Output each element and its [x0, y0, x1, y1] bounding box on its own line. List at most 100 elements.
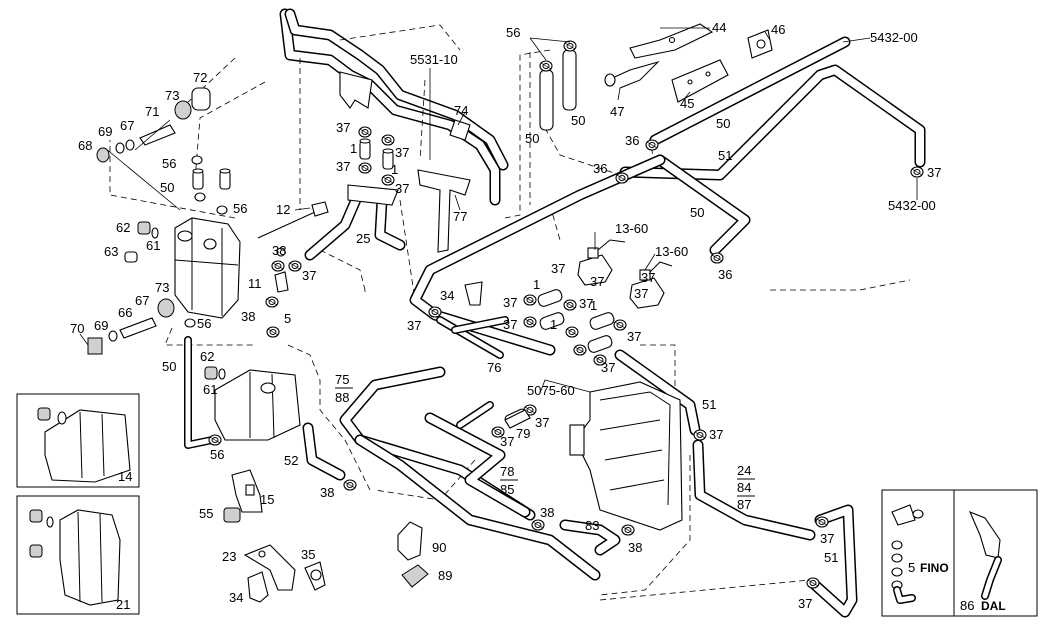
- label-85: 85: [500, 482, 514, 497]
- frame-pipe-top: [279, 8, 509, 206]
- label-83: 83: [585, 518, 599, 533]
- label-88: 88: [335, 390, 349, 405]
- label-35: 35: [301, 547, 315, 562]
- label-1-d: 1: [590, 298, 597, 313]
- label-5075: 5075-60: [527, 383, 575, 398]
- label-1-e: 1: [550, 317, 557, 332]
- parts-56-50-left: [184, 155, 231, 328]
- label-5432-bottom: 5432-00: [888, 198, 936, 213]
- label-63: 63: [104, 244, 118, 259]
- label-34: 34: [440, 288, 454, 303]
- label-87: 87: [737, 497, 751, 512]
- label-38-d: 38: [540, 505, 554, 520]
- part-56-sleeves: [539, 40, 577, 131]
- part-44-bracket: [629, 23, 714, 59]
- label-37-a: 37: [336, 120, 350, 135]
- label-70: 70: [70, 321, 84, 336]
- label-24: 24: [737, 463, 751, 478]
- label-56-b: 56: [233, 201, 247, 216]
- label-37-r: 37: [820, 531, 834, 546]
- label-37-n: 37: [601, 360, 615, 375]
- label-77: 77: [453, 209, 467, 224]
- inset-label-5: 5: [908, 560, 915, 575]
- pipe-52: [302, 422, 346, 481]
- label-36-b: 36: [593, 161, 607, 176]
- callout-leaders: [79, 27, 918, 394]
- pipe-long-diagonal: [409, 154, 666, 359]
- pipe-51-long: [619, 64, 926, 181]
- label-74: 74: [454, 103, 468, 118]
- label-37-i: 37: [503, 317, 517, 332]
- part-47-clip: [604, 60, 660, 89]
- label-73-a: 73: [165, 88, 179, 103]
- pipe-50-mid: [654, 154, 751, 256]
- label-61-a: 61: [146, 238, 160, 253]
- inset-label-86: 86: [960, 598, 974, 613]
- part-90: [397, 521, 423, 561]
- part-46-bracket: [747, 29, 773, 59]
- ecu-module: [569, 381, 683, 531]
- label-51-b: 51: [702, 397, 716, 412]
- label-12: 12: [276, 202, 290, 217]
- label-1-c: 1: [533, 277, 540, 292]
- valve-13-60-a: [577, 239, 626, 286]
- label-62-a: 62: [116, 220, 130, 235]
- label-37-e: 37: [927, 165, 941, 180]
- label-5432-top: 5432-00: [870, 30, 918, 45]
- label-61-b: 61: [203, 382, 217, 397]
- label-37-d: 37: [395, 181, 409, 196]
- label-56-d: 56: [210, 447, 224, 462]
- label-46: 46: [771, 22, 785, 37]
- pipe-50-right: [649, 36, 851, 146]
- label-14: 14: [118, 469, 132, 484]
- label-69-a: 69: [98, 124, 112, 139]
- label-52: 52: [284, 453, 298, 468]
- label-56-a: 56: [162, 156, 176, 171]
- inset-14: [16, 393, 140, 488]
- label-37-p: 37: [500, 434, 514, 449]
- tank-lower: [214, 369, 301, 441]
- label-1-a: 1: [350, 141, 357, 156]
- inset-label-dal: DAL: [981, 599, 1006, 613]
- label-78: 78: [500, 464, 514, 479]
- label-37-b: 37: [395, 145, 409, 160]
- inset-labels: 5 FINO 86 DAL: [908, 560, 1006, 613]
- label-37-k: 37: [579, 296, 593, 311]
- label-38-b: 38: [241, 309, 255, 324]
- label-37-h: 37: [503, 295, 517, 310]
- label-47: 47: [610, 104, 624, 119]
- label-37-q: 37: [709, 427, 723, 442]
- inset-label-fino: FINO: [920, 561, 949, 575]
- label-36-a: 36: [625, 133, 639, 148]
- inset-fino-dal: [881, 489, 1038, 617]
- part-12-sensor: [257, 201, 329, 239]
- label-90: 90: [432, 540, 446, 555]
- label-25: 25: [356, 231, 370, 246]
- label-37-l: 37: [634, 286, 648, 301]
- parts-68-73: [96, 87, 211, 163]
- part-35: [304, 561, 326, 591]
- part-79-sleeve: [504, 409, 531, 429]
- label-50-left: 50: [162, 359, 176, 374]
- label-37-o: 37: [535, 415, 549, 430]
- label-69-b: 69: [94, 318, 108, 333]
- parts-11-38: [274, 247, 289, 293]
- pipe-51-right: [614, 349, 858, 618]
- part-34-clip: [464, 281, 483, 306]
- part-77-bracket: [417, 169, 471, 253]
- part-74-clip: [449, 119, 471, 141]
- inset-21: [16, 495, 140, 615]
- label-37-t: 37: [590, 274, 604, 289]
- label-66: 66: [118, 305, 132, 320]
- label-51-c: 51: [824, 550, 838, 565]
- label-67-a: 67: [120, 118, 134, 133]
- label-62-b: 62: [200, 349, 214, 364]
- label-37-f: 37: [302, 268, 316, 283]
- label-67-b: 67: [135, 293, 149, 308]
- label-11: 11: [248, 276, 262, 291]
- label-13-60-a: 13-60: [615, 221, 648, 236]
- part-23: [243, 544, 296, 591]
- label-50-e: 50: [160, 180, 174, 195]
- tank-upper: [174, 217, 241, 319]
